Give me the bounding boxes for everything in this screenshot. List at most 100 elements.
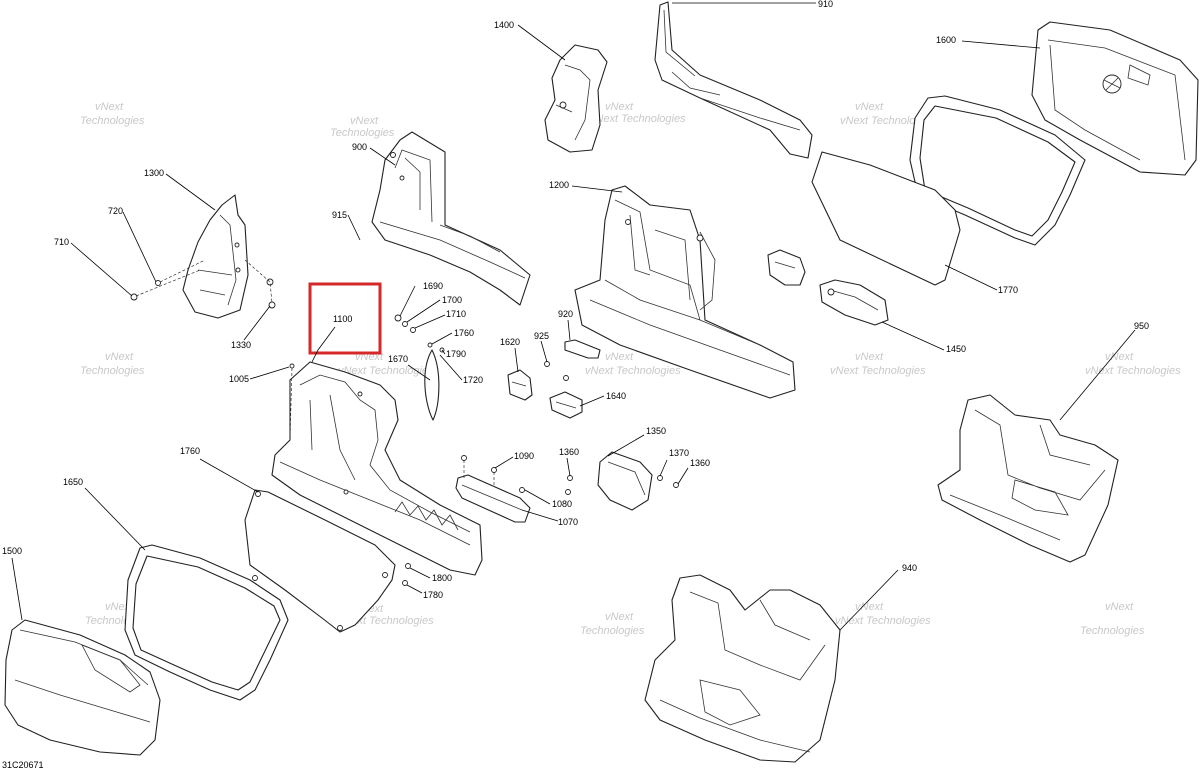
part-1400-shield (544, 44, 608, 153)
svg-text:vNext Technologies: vNext Technologies (590, 113, 686, 125)
svg-text:vNext Technologies: vNext Technologies (1085, 365, 1181, 377)
callout-1350: 1350 (646, 426, 666, 436)
watermark: vNext Technologies (80, 101, 145, 127)
part-710-screw (130, 293, 138, 301)
callout-1720: 1720 (463, 375, 483, 385)
part-910-top-bracket (654, 1, 813, 159)
part-1500-door (4, 619, 161, 756)
svg-text:vNext: vNext (605, 611, 634, 623)
watermark: vNext vNext Technologies (590, 101, 686, 125)
callout-1070: 1070 (558, 517, 578, 527)
callout-1600: 1600 (936, 35, 956, 45)
svg-text:vNext Technologies: vNext Technologies (840, 115, 936, 127)
callout-940: 940 (902, 563, 917, 573)
watermark: vNext Technologies (1080, 601, 1145, 637)
svg-text:vNext Technologies: vNext Technologies (585, 365, 681, 377)
svg-text:Technologies: Technologies (580, 625, 645, 637)
svg-text:vNext: vNext (105, 351, 134, 363)
part-1005-fastener (289, 363, 295, 369)
callout-1330: 1330 (231, 340, 251, 350)
callout-labels: 910 1400 1600 900 1300 720 710 915 1200 … (2, 0, 1149, 600)
part-1300-front-panel (182, 194, 249, 319)
part-1350-bracket (565, 451, 679, 511)
callout-1800: 1800 (432, 573, 452, 583)
watermark: vNext Technologies (330, 115, 395, 139)
callout-925: 925 (534, 331, 549, 341)
svg-text:Technologies: Technologies (1080, 625, 1145, 637)
callout-1370: 1370 (669, 448, 689, 458)
part-920-strip (564, 339, 601, 359)
svg-text:vNext Technologies: vNext Technologies (338, 365, 434, 377)
svg-text:vNext: vNext (855, 601, 884, 613)
callout-1005: 1005 (229, 374, 249, 384)
svg-text:vNext: vNext (1105, 351, 1134, 363)
watermark: vNext vNext Technologies (830, 351, 926, 377)
svg-text:vNext: vNext (605, 351, 634, 363)
dash-1005 (289, 367, 293, 441)
callout-1760-upper: 1760 (454, 328, 474, 338)
callout-1690: 1690 (423, 281, 443, 291)
part-1080-rail (455, 455, 531, 523)
part-1670-strap (424, 349, 440, 421)
watermark: vNext vNext Technologies (835, 601, 931, 627)
callout-1360-right: 1360 (690, 458, 710, 468)
callout-1780: 1780 (423, 590, 443, 600)
part-925-screw (544, 361, 550, 367)
part-1800-clip (405, 563, 411, 569)
watermark: vNext Technologies (580, 611, 645, 637)
callout-1770: 1770 (998, 285, 1018, 295)
callout-1670: 1670 (388, 354, 408, 364)
watermark: vNext vNext Technologies (1085, 351, 1181, 377)
part-1780-screw (402, 580, 408, 586)
svg-text:vNext Technologies: vNext Technologies (830, 365, 926, 377)
callout-710: 710 (54, 237, 69, 247)
callout-1400: 1400 (494, 20, 514, 30)
callout-1790: 1790 (446, 349, 466, 359)
svg-text:vNext: vNext (855, 351, 884, 363)
highlight-box-1100 (308, 282, 382, 355)
svg-text:vNext: vNext (350, 115, 379, 127)
callout-1300: 1300 (144, 168, 164, 178)
part-1620-latch (507, 369, 533, 401)
part-1100-floor-sill (271, 361, 483, 576)
part-940-floor-tub (644, 574, 841, 763)
part-bracket-small (767, 249, 806, 286)
svg-text:vNext: vNext (605, 101, 634, 113)
callout-1200: 1200 (549, 180, 569, 190)
callout-915: 915 (332, 210, 347, 220)
part-1330-screw (268, 301, 276, 309)
callout-1700: 1700 (442, 295, 462, 305)
callout-900: 900 (352, 142, 367, 152)
callout-1090: 1090 (514, 451, 534, 461)
leader-1100 (311, 326, 336, 363)
callout-1100: 1100 (333, 314, 352, 324)
svg-text:vNext: vNext (1105, 601, 1134, 613)
part-1450-bracket (819, 279, 889, 326)
callout-720: 720 (108, 206, 123, 216)
leader-lines (11, 2, 1136, 631)
callout-1080: 1080 (552, 499, 572, 509)
part-720-clip (155, 280, 161, 286)
callout-1360-left: 1360 (559, 447, 579, 457)
part-1760-panel (244, 489, 411, 633)
callout-1500: 1500 (2, 546, 22, 556)
part-900-side-panel (371, 131, 531, 306)
hardware-1300 (130, 259, 276, 309)
part-1650-seal (124, 544, 289, 701)
callout-950: 950 (1134, 321, 1149, 331)
part-1640-latch (549, 375, 583, 419)
callout-910: 910 (818, 0, 833, 9)
callout-920: 920 (558, 309, 573, 319)
watermark: vNext Technologies (80, 351, 145, 377)
svg-text:vNext: vNext (855, 101, 884, 113)
part-1770-panel (811, 151, 961, 286)
part-1770-seal (909, 95, 1086, 246)
callout-1620: 1620 (500, 337, 520, 347)
watermark: vNext vNext Technologies (840, 101, 936, 127)
callout-1640: 1640 (606, 391, 626, 401)
callout-1450: 1450 (946, 344, 966, 354)
svg-text:Technologies: Technologies (330, 127, 395, 139)
callout-1710: 1710 (446, 309, 466, 319)
